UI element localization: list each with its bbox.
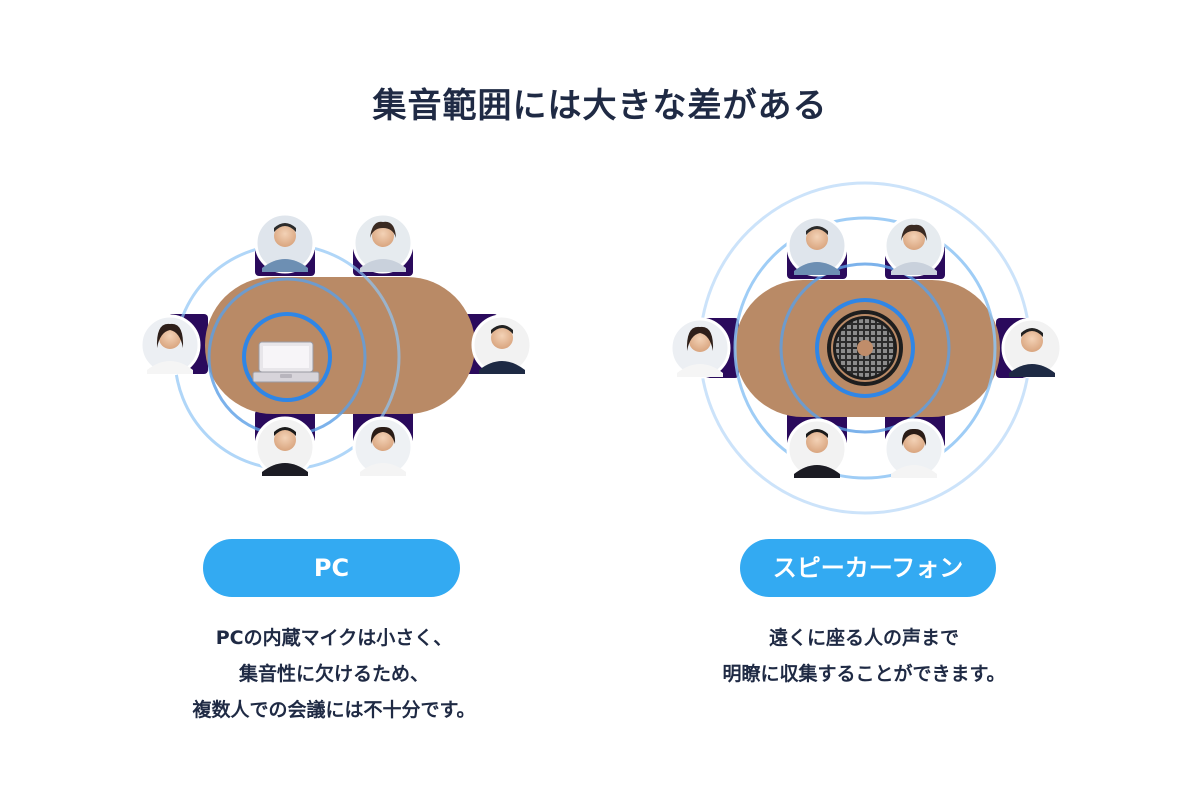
speakerphone-caption-line: 明瞭に収集することができます。 bbox=[722, 663, 1006, 685]
speakerphone-caption-line: 遠くに座る人の声まで bbox=[768, 627, 959, 649]
pc-label: PC bbox=[203, 539, 460, 597]
avatar-bottom-left bbox=[254, 416, 316, 478]
avatar-left bbox=[139, 314, 201, 376]
pc-caption-line: 集音性に欠けるため、 bbox=[238, 663, 429, 685]
avatar-top-right bbox=[883, 215, 945, 277]
pc-meeting-diagram bbox=[139, 212, 533, 478]
speakerphone-label: スピーカーフォン bbox=[740, 539, 996, 597]
avatar-top-right bbox=[352, 212, 414, 274]
pc-caption-line: 複数人での会議には不十分です。 bbox=[192, 699, 476, 721]
speakerphone-caption: 遠くに座る人の声まで 明瞭に収集することができます。 bbox=[660, 620, 1068, 692]
avatar-top-left bbox=[254, 212, 316, 274]
avatar-bottom-left bbox=[786, 418, 848, 480]
pc-caption: PCの内蔵マイクは小さく、 集音性に欠けるため、 複数人での会議には不十分です。 bbox=[130, 620, 538, 728]
avatar-bottom-right bbox=[883, 418, 945, 480]
avatar-top-left bbox=[786, 215, 848, 277]
avatar-right bbox=[1001, 317, 1063, 379]
avatar-left bbox=[669, 317, 731, 379]
avatar-right bbox=[471, 314, 533, 376]
pc-caption-line: PCの内蔵マイクは小さく、 bbox=[215, 627, 453, 649]
speakerphone-meeting-diagram bbox=[669, 181, 1063, 515]
avatar-bottom-right bbox=[352, 416, 414, 478]
laptop-icon bbox=[252, 341, 320, 383]
page-title: 集音範囲には大きな差がある bbox=[372, 86, 828, 126]
speakerphone-icon bbox=[827, 310, 903, 386]
